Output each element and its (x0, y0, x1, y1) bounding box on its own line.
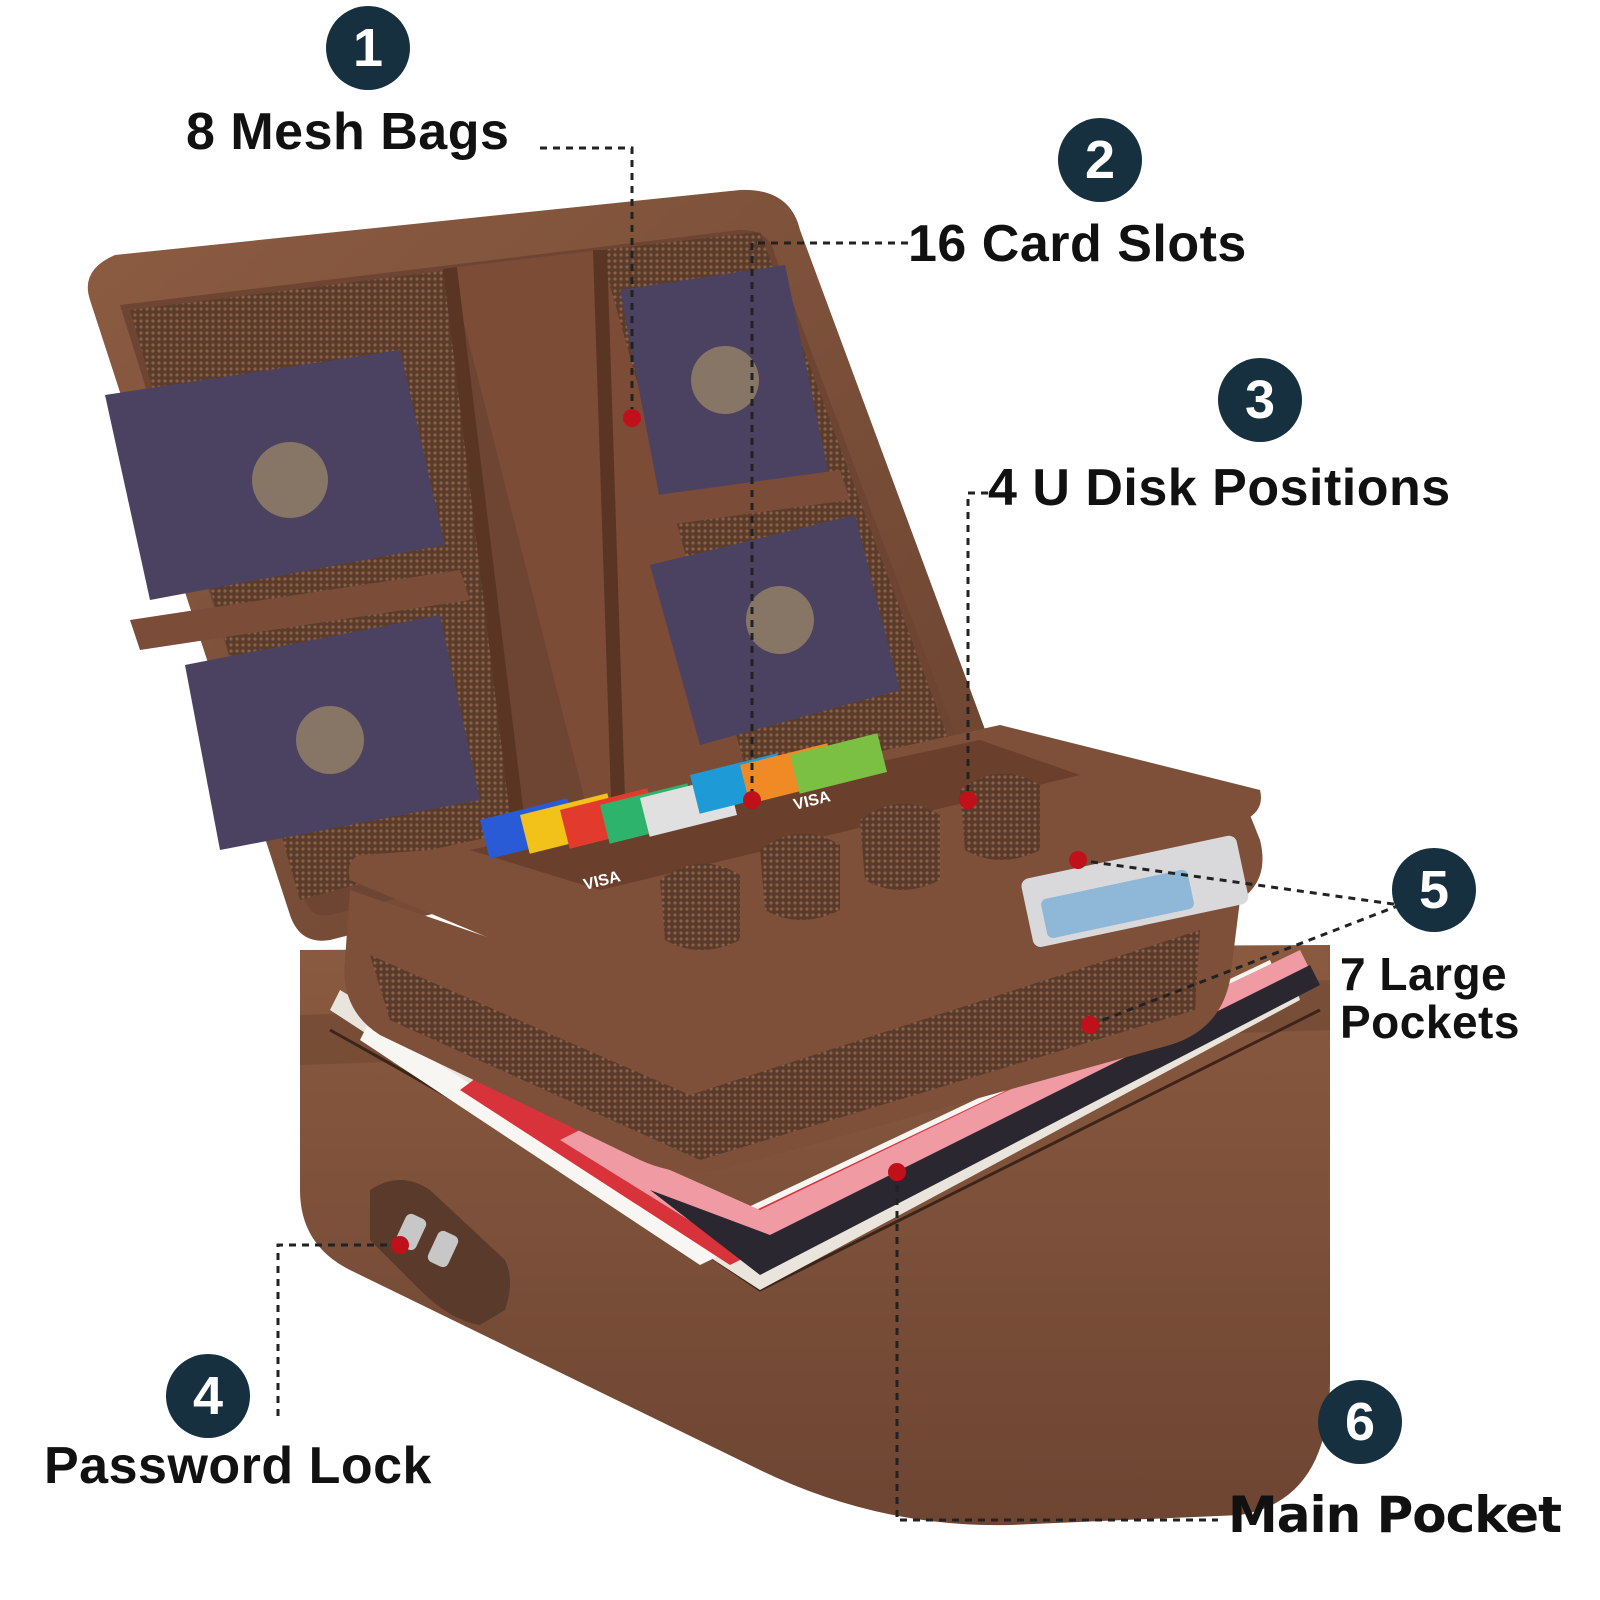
callout-dot-pocket-1 (1069, 851, 1087, 869)
callout-dot-password-lock (391, 1236, 409, 1254)
callout-lines (276, 146, 1401, 1522)
label-u-disk-positions: 4 U Disk Positions (988, 459, 1451, 517)
label-card-slots: 16 Card Slots (908, 215, 1247, 273)
card-tray: VISA VISA (348, 725, 1261, 1014)
badge-3: 3 (1218, 358, 1302, 442)
passports (105, 265, 900, 850)
callout-dot-u-disk (959, 791, 977, 809)
label-main-pocket: Main Pocket (1228, 1486, 1562, 1544)
case-lid (87, 189, 1001, 941)
callout-line-pockets (1077, 858, 1401, 1027)
callout-line-password-lock (276, 1243, 400, 1420)
badge-1: 1 (326, 6, 410, 90)
badge-2: 2 (1058, 118, 1142, 202)
callout-dot-mesh-bags (623, 409, 641, 427)
documents (330, 950, 1320, 1290)
label-mesh-bags: 8 Mesh Bags (186, 103, 510, 161)
password-lock (370, 1180, 510, 1325)
badge-6: 6 (1318, 1380, 1402, 1464)
label-password-lock: Password Lock (44, 1437, 432, 1495)
front-mesh-pocket (344, 815, 1263, 1173)
badge-4: 4 (166, 1354, 250, 1438)
callout-dot-main-pocket (888, 1163, 906, 1181)
callout-dots (391, 409, 1099, 1254)
callout-dot-card-slots (743, 791, 761, 809)
callout-line-u-disk (966, 491, 988, 800)
callout-line-main-pocket (895, 1172, 1218, 1522)
callout-line-card-slots (750, 241, 908, 800)
callout-dot-pocket-2 (1081, 1016, 1099, 1034)
callout-line-mesh-bags (540, 146, 634, 418)
label-large-pockets: 7 Large Pockets (1340, 948, 1520, 1048)
badge-5: 5 (1392, 848, 1476, 932)
